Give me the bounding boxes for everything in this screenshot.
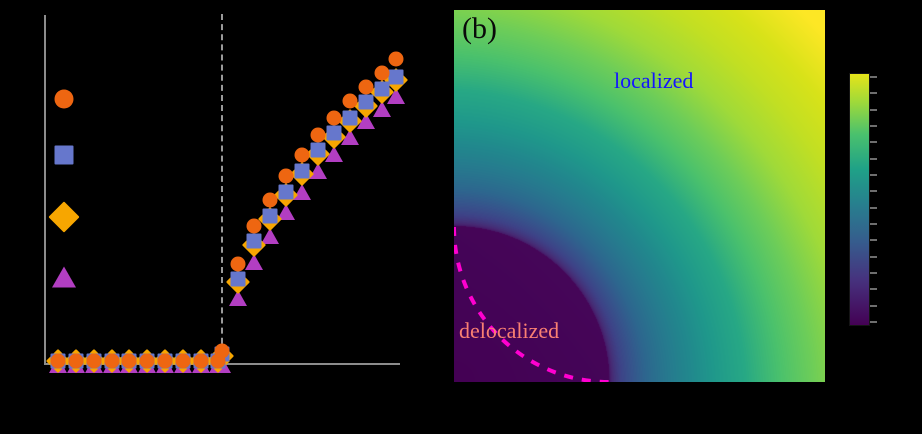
data-point-square	[262, 208, 278, 223]
data-point-circle	[374, 65, 390, 81]
panel-a-scatter-plot	[0, 0, 440, 434]
legend-panel-a	[0, 0, 440, 434]
data-point-circle	[388, 51, 404, 67]
data-point-square	[388, 69, 404, 85]
legend-marker-diamond[interactable]	[48, 201, 80, 233]
data-point-circle	[68, 353, 84, 369]
panel-b-label: (b)	[462, 12, 497, 45]
colorbar-tick	[870, 207, 877, 209]
data-point-circle	[326, 110, 342, 126]
legend-marker-square[interactable]	[54, 145, 74, 165]
data-point-triangle	[325, 145, 344, 162]
data-point-circle	[193, 353, 209, 369]
localized-region-label: localized	[614, 68, 694, 93]
data-point-circle	[278, 168, 294, 184]
data-point-square	[230, 271, 246, 287]
colorbar	[849, 73, 877, 326]
data-point-triangle	[309, 163, 328, 180]
colorbar-tick	[870, 174, 877, 176]
data-point-circle	[139, 353, 155, 369]
critical-threshold-dashed-line	[221, 14, 223, 364]
data-point-triangle	[341, 128, 360, 145]
colorbar-tick	[870, 92, 877, 94]
data-point-triangle	[277, 204, 296, 221]
colorbar-tick	[870, 272, 877, 274]
colorbar-tick	[870, 158, 877, 160]
data-point-circle	[121, 353, 137, 369]
data-point-triangle	[293, 183, 312, 200]
data-point-triangle	[229, 290, 248, 306]
data-point-square	[246, 233, 262, 249]
data-point-triangle	[261, 228, 280, 245]
legend-marker-triangle[interactable]	[52, 266, 76, 288]
data-point-circle	[214, 343, 230, 359]
data-point-circle	[246, 218, 262, 234]
data-point-circle	[50, 353, 66, 369]
data-point-circle	[157, 353, 173, 369]
legend-marker-circle[interactable]	[54, 89, 74, 109]
data-point-square	[374, 81, 390, 97]
data-point-square	[358, 94, 374, 110]
colorbar-tick	[870, 239, 877, 241]
data-point-circle	[294, 147, 310, 163]
data-point-square	[278, 184, 294, 199]
y-axis-line	[44, 15, 46, 365]
colorbar-tick	[870, 223, 877, 225]
delocalized-region-label: delocalized	[459, 318, 560, 343]
data-point-circle	[310, 127, 326, 143]
data-point-square	[310, 142, 326, 158]
colorbar-tick	[870, 125, 877, 127]
data-point-triangle	[357, 113, 376, 130]
data-point-circle	[358, 79, 374, 95]
colorbar-tick	[870, 321, 877, 323]
data-point-circle	[86, 353, 102, 369]
data-point-square	[326, 125, 342, 141]
colorbar-ticks	[870, 73, 878, 326]
colorbar-tick	[870, 256, 877, 258]
colorbar-tick	[870, 109, 877, 111]
data-point-circle	[175, 353, 191, 369]
data-point-circle	[104, 353, 120, 369]
colorbar-tick	[870, 190, 877, 192]
panel-b-heatmap: (b) localized delocalized	[454, 10, 825, 382]
colorbar-tick	[870, 305, 877, 307]
data-point-square	[294, 163, 310, 179]
data-point-circle	[342, 93, 358, 109]
data-point-circle	[262, 192, 278, 208]
data-point-circle	[230, 256, 246, 272]
data-point-triangle	[245, 254, 264, 270]
colorbar-tick	[870, 288, 877, 290]
colorbar-gradient	[849, 73, 870, 326]
data-point-square	[342, 110, 358, 126]
colorbar-tick	[870, 141, 877, 143]
colorbar-tick	[870, 76, 877, 78]
